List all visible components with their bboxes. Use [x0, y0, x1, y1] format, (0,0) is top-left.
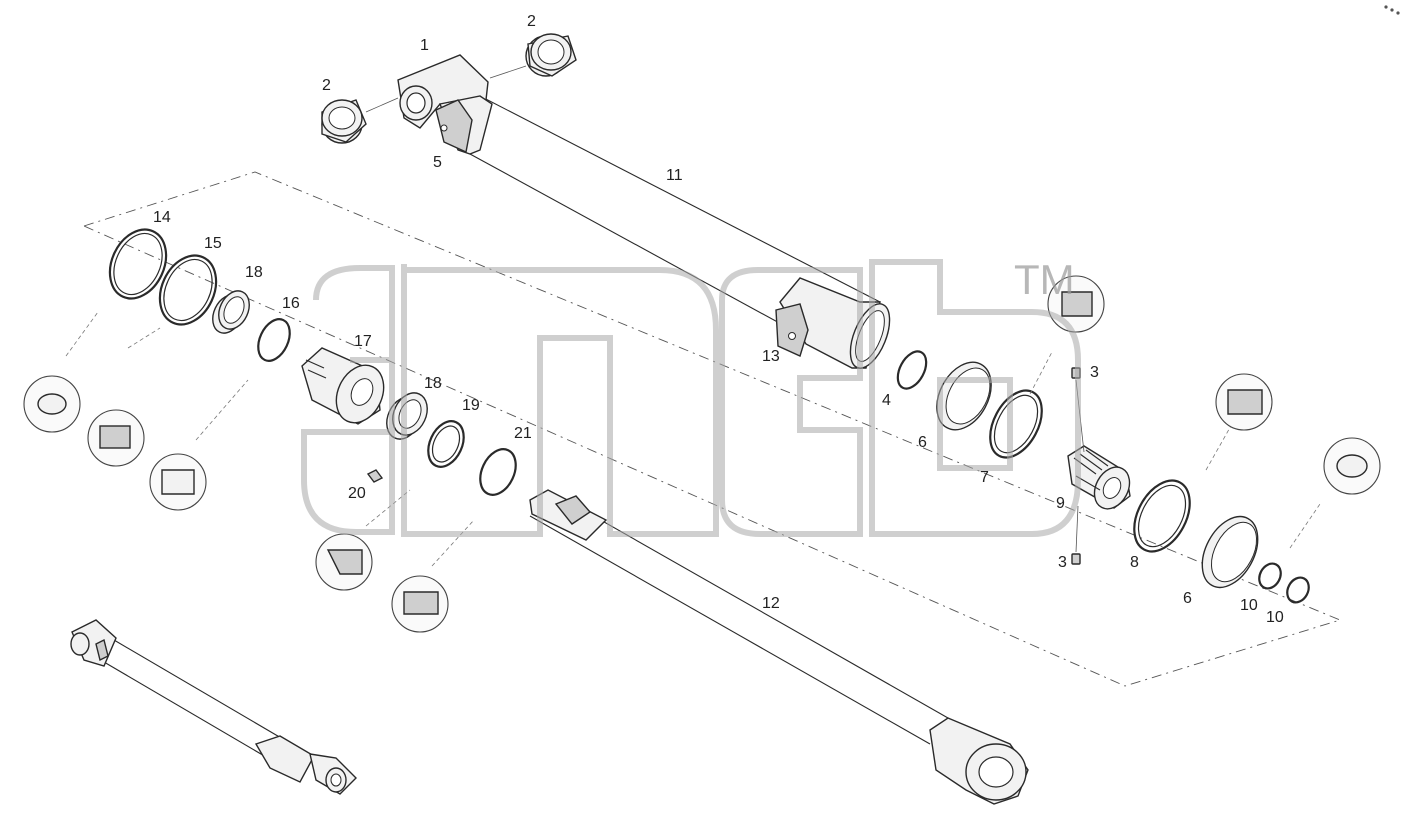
ring-16	[257, 318, 291, 362]
wiper-18-left	[212, 290, 250, 334]
label-part-12: 12	[762, 595, 780, 612]
label-part-18-mid: 18	[424, 375, 442, 392]
label-part-5: 5	[433, 154, 442, 171]
part-labels: 1 2 2 5 11 14 15 18 16 17 18 19 21 20 13…	[153, 13, 1284, 626]
label-part-19: 19	[462, 397, 480, 414]
label-part-2-lower: 2	[322, 77, 331, 94]
label-part-11: 11	[666, 167, 683, 184]
label-part-10-right: 10	[1266, 609, 1284, 626]
label-part-9: 9	[1056, 495, 1065, 512]
pin-20	[366, 469, 384, 483]
ring-21	[479, 448, 517, 496]
gland-17	[301, 347, 385, 425]
label-part-1: 1	[420, 37, 429, 54]
label-part-18-left: 18	[245, 264, 263, 281]
cylinder-tube	[397, 54, 891, 369]
label-part-3-upper: 3	[1090, 364, 1099, 381]
label-part-10-left: 10	[1240, 597, 1258, 614]
label-part-6-upper: 6	[918, 434, 927, 451]
label-part-8: 8	[1130, 554, 1139, 571]
label-part-17: 17	[354, 333, 372, 350]
label-part-16: 16	[282, 295, 300, 312]
trademark-symbol: TM	[1014, 256, 1075, 303]
seal-7	[989, 389, 1043, 459]
label-part-6-lower: 6	[1183, 590, 1192, 607]
piston-9	[1067, 445, 1131, 510]
corner-mark	[1384, 5, 1400, 15]
label-part-7: 7	[980, 469, 989, 486]
ring-19	[427, 420, 465, 468]
label-part-14: 14	[153, 209, 171, 226]
wear-ring-6-lower	[1201, 515, 1259, 589]
label-part-21: 21	[514, 425, 532, 442]
label-part-13: 13	[762, 348, 780, 365]
watermark-logo: TM	[301, 256, 1081, 537]
snap-ring-4	[896, 350, 928, 390]
label-part-4: 4	[882, 392, 891, 409]
leader-line	[365, 97, 399, 113]
leader-line	[1075, 505, 1079, 553]
label-part-3-lower: 3	[1058, 554, 1067, 571]
ring-15	[158, 254, 218, 326]
piston-rod	[529, 489, 1029, 805]
leader-line	[489, 65, 527, 79]
bushing-upper	[525, 33, 577, 77]
seal-8	[1133, 479, 1191, 553]
o-ring-10	[1258, 562, 1310, 604]
assembly-boundary	[82, 171, 1342, 687]
assembled-cylinder-overview	[70, 619, 357, 795]
label-part-2-upper: 2	[527, 13, 536, 30]
label-part-20: 20	[348, 485, 366, 502]
bushing-lower	[321, 99, 367, 144]
label-part-15: 15	[204, 235, 222, 252]
ring-14	[108, 228, 168, 300]
detail-callouts	[23, 275, 1381, 633]
